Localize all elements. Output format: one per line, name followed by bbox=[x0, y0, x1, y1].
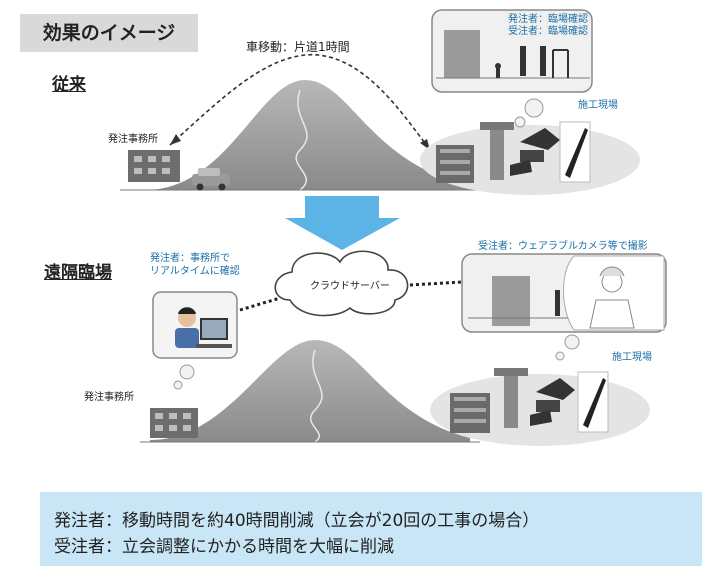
trip-arrow bbox=[169, 54, 431, 151]
trip-label: 車移動：片道1時間 bbox=[246, 40, 350, 54]
section-header: 効果のイメージ bbox=[20, 14, 198, 52]
car-icon bbox=[192, 168, 230, 191]
mountain-top bbox=[120, 80, 480, 191]
office-label-top: 発注事務所 bbox=[108, 134, 158, 145]
orderer-note-line-2: リアルタイムに確認 bbox=[150, 266, 240, 277]
site-illustration-top bbox=[420, 121, 640, 195]
thought-dot-large bbox=[524, 98, 544, 118]
conventional-label: 従来 bbox=[52, 75, 86, 95]
thought-dot-office-large bbox=[179, 364, 195, 380]
office-label-bottom: 発注事務所 bbox=[84, 392, 134, 403]
cloud-server-icon bbox=[274, 250, 409, 317]
cloud-label: クラウドサーバー bbox=[310, 281, 390, 292]
wearable-camera-view bbox=[461, 253, 667, 333]
inspection-bubble-top bbox=[431, 9, 593, 93]
orderer-note: 発注者：事務所で リアルタイムに確認 bbox=[150, 252, 240, 278]
site-label-top: 施工現場 bbox=[578, 100, 618, 111]
bubble-line-orderer: 発注者：臨場確認 bbox=[508, 14, 588, 25]
thought-dot-small bbox=[514, 116, 526, 128]
orderer-monitor-panel bbox=[152, 291, 238, 359]
site-label-bottom: 施工現場 bbox=[612, 352, 652, 363]
office-building-icon bbox=[128, 150, 180, 182]
summary-line-orderer: 発注者：移動時間を約40時間削減（立会が20回の工事の場合） bbox=[54, 511, 540, 531]
summary-box: 発注者：移動時間を約40時間削減（立会が20回の工事の場合） 受注者：立会調整に… bbox=[40, 492, 702, 566]
contractor-note: 受注者：ウェアラブルカメラ等で撮影 bbox=[478, 241, 648, 252]
office-building-icon-bottom bbox=[150, 408, 198, 438]
remote-label: 遠隔臨場 bbox=[44, 263, 112, 283]
orderer-note-line-1: 発注者：事務所で bbox=[150, 253, 230, 264]
summary-line-contractor: 受注者：立会調整にかかる時間を大幅に削減 bbox=[54, 537, 394, 557]
site-illustration-bottom bbox=[430, 368, 650, 446]
connection-office-cloud bbox=[239, 296, 281, 312]
mountain-bottom bbox=[140, 340, 480, 443]
inspection-bubble-text: 発注者：臨場確認 受注者：臨場確認 bbox=[490, 14, 588, 38]
bubble-line-contractor: 受注者：臨場確認 bbox=[508, 26, 588, 37]
thought-dot-site-small bbox=[555, 351, 565, 361]
connection-cloud-site bbox=[409, 280, 463, 287]
thought-dot-site-large bbox=[564, 334, 580, 350]
thought-dot-office-small bbox=[173, 380, 183, 390]
transition-arrow bbox=[285, 196, 400, 250]
